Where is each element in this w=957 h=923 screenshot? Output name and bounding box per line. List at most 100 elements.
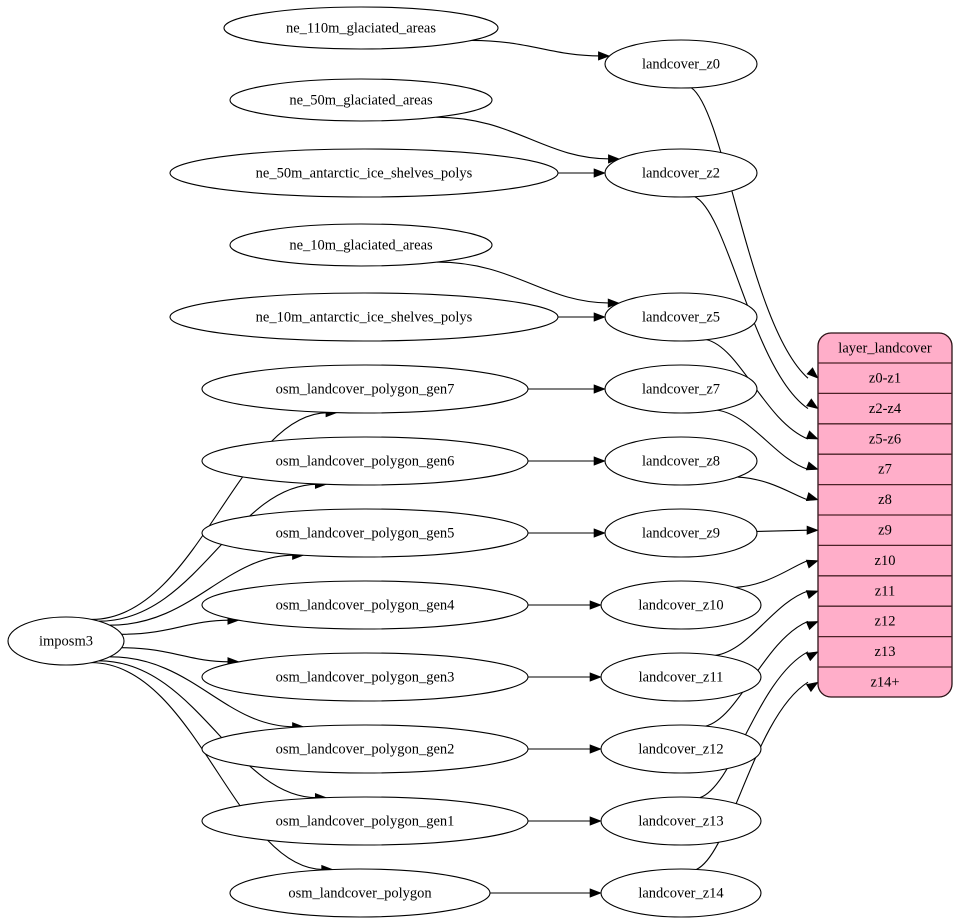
edge-landcover_z14-to-table	[696, 681, 809, 870]
edge-arrowhead	[805, 559, 819, 569]
edge-imposm3-to-osm_landcover_polygon_gen2	[109, 656, 295, 728]
edge-landcover_z0-to-table	[691, 87, 809, 379]
table-row[interactable]	[818, 454, 952, 484]
node-landcover_z8[interactable]: landcover_z8	[604, 436, 758, 486]
edge-arrowhead	[805, 681, 819, 693]
edge-imposm3-to-osm_landcover_polygon_gen1	[98, 660, 318, 799]
node-ellipse	[201, 652, 529, 702]
edge-ne_10m_glaciated_areas-to-landcover_z5	[437, 261, 611, 304]
edge-arrowhead	[805, 590, 819, 599]
node-ellipse	[600, 580, 762, 630]
table-row[interactable]	[818, 606, 952, 636]
node-landcover_z2[interactable]: landcover_z2	[604, 148, 758, 198]
node-ellipse	[7, 616, 125, 666]
node-osm_landcover_polygon_gen2[interactable]: osm_landcover_polygon_gen2	[201, 724, 529, 774]
node-landcover_z5[interactable]: landcover_z5	[604, 292, 758, 342]
table-row[interactable]	[818, 637, 952, 667]
node-ellipse	[600, 724, 762, 774]
edge-ne_50m_glaciated_areas-to-landcover_z2	[436, 116, 611, 160]
table-row[interactable]	[818, 363, 952, 393]
node-ellipse	[604, 364, 758, 414]
edge-landcover_z13-to-table	[699, 651, 809, 799]
edge-imposm3-to-osm_landcover_polygon_gen3	[121, 647, 230, 663]
node-osm_landcover_polygon_gen6[interactable]: osm_landcover_polygon_gen6	[201, 436, 529, 486]
edge-arrowhead	[805, 461, 819, 471]
edge-landcover_z2-to-table	[694, 196, 809, 410]
edge-arrowhead	[593, 528, 606, 538]
node-osm_landcover_polygon_gen4[interactable]: osm_landcover_polygon_gen4	[201, 580, 529, 630]
node-ellipse	[229, 868, 491, 918]
layer-landcover-record-node[interactable]: layer_landcoverz0-z1z2-z4z5-z6z7z8z9z10z…	[817, 332, 953, 698]
nodes-layer: imposm3 ne_110m_glaciated_areas ne_50m_gla…	[7, 6, 762, 918]
node-ellipse	[201, 436, 529, 486]
node-ne_10m_glaciated_areas[interactable]: ne_10m_glaciated_areas	[229, 223, 493, 267]
node-landcover_z7[interactable]: landcover_z7	[604, 364, 758, 414]
table-row[interactable]	[818, 424, 952, 454]
edge-arrowhead	[806, 525, 819, 535]
edge-arrowhead	[593, 168, 606, 178]
edge-arrowhead	[593, 312, 606, 322]
node-ellipse	[223, 6, 499, 50]
node-osm_landcover_polygon[interactable]: osm_landcover_polygon	[229, 868, 491, 918]
node-ellipse	[229, 223, 493, 267]
node-ellipse	[201, 508, 529, 558]
node-ellipse	[201, 724, 529, 774]
node-ellipse	[604, 292, 758, 342]
table-row[interactable]	[818, 667, 952, 697]
node-osm_landcover_polygon_gen3[interactable]: osm_landcover_polygon_gen3	[201, 652, 529, 702]
edge-landcover_z9-to-table	[756, 529, 809, 532]
edge-arrowhead	[805, 430, 819, 440]
table-row[interactable]	[818, 485, 952, 515]
node-landcover_z12[interactable]: landcover_z12	[600, 724, 762, 774]
node-ellipse	[604, 148, 758, 198]
node-ellipse	[600, 868, 762, 918]
edge-landcover_z7-to-table	[716, 409, 809, 470]
edge-arrowhead	[598, 51, 611, 61]
node-ne_110m_glaciated_areas[interactable]: ne_110m_glaciated_areas	[223, 6, 499, 50]
edge-imposm3-to-osm_landcover_polygon_gen7	[91, 412, 328, 621]
node-landcover_z14[interactable]: landcover_z14	[600, 868, 762, 918]
edge-ne_110m_glaciated_areas-to-landcover_z0	[471, 39, 601, 57]
node-landcover_z0[interactable]: landcover_z0	[604, 39, 758, 89]
node-osm_landcover_polygon_gen7[interactable]: osm_landcover_polygon_gen7	[201, 364, 529, 414]
node-landcover_z11[interactable]: landcover_z11	[600, 652, 762, 702]
edge-arrowhead	[806, 398, 819, 410]
edge-arrowhead	[589, 744, 602, 754]
table-row[interactable]	[818, 515, 952, 545]
node-ellipse	[604, 436, 758, 486]
edge-landcover_z8-to-table	[737, 476, 809, 501]
node-ellipse	[201, 796, 529, 846]
edge-arrowhead	[805, 651, 819, 662]
node-osm_landcover_polygon_gen5[interactable]: osm_landcover_polygon_gen5	[201, 508, 529, 558]
node-imposm3[interactable]: imposm3	[7, 616, 125, 666]
table-row[interactable]	[818, 393, 952, 423]
edge-arrowhead	[589, 888, 602, 898]
node-ellipse	[600, 652, 762, 702]
node-ellipse	[604, 39, 758, 89]
edge-arrowhead	[589, 600, 602, 610]
node-ellipse	[201, 580, 529, 630]
edge-landcover_z10-to-table	[735, 560, 809, 588]
edge-arrowhead	[805, 492, 819, 502]
node-ellipse	[600, 796, 762, 846]
table-row[interactable]	[818, 576, 952, 606]
node-ellipse	[604, 508, 758, 558]
edge-arrowhead	[593, 456, 606, 466]
node-ellipse	[169, 148, 559, 198]
edge-arrowhead	[593, 384, 606, 394]
node-osm_landcover_polygon_gen1[interactable]: osm_landcover_polygon_gen1	[201, 796, 529, 846]
edge-arrowhead	[806, 367, 819, 379]
node-ne_50m_glaciated_areas[interactable]: ne_50m_glaciated_areas	[229, 78, 493, 122]
edge-arrowhead	[805, 621, 819, 631]
node-ellipse	[169, 292, 559, 342]
node-landcover_z9[interactable]: landcover_z9	[604, 508, 758, 558]
node-landcover_z13[interactable]: landcover_z13	[600, 796, 762, 846]
table-row[interactable]	[818, 545, 952, 575]
edge-arrowhead	[589, 816, 602, 826]
edge-arrowhead	[589, 672, 602, 682]
node-ne_50m_antarctic_ice_shelves_polys[interactable]: ne_50m_antarctic_ice_shelves_polys	[169, 148, 559, 198]
node-ne_10m_antarctic_ice_shelves_polys[interactable]: ne_10m_antarctic_ice_shelves_polys	[169, 292, 559, 342]
node-landcover_z10[interactable]: landcover_z10	[600, 580, 762, 630]
edge-imposm3-to-osm_landcover_polygon_gen4	[121, 619, 230, 635]
